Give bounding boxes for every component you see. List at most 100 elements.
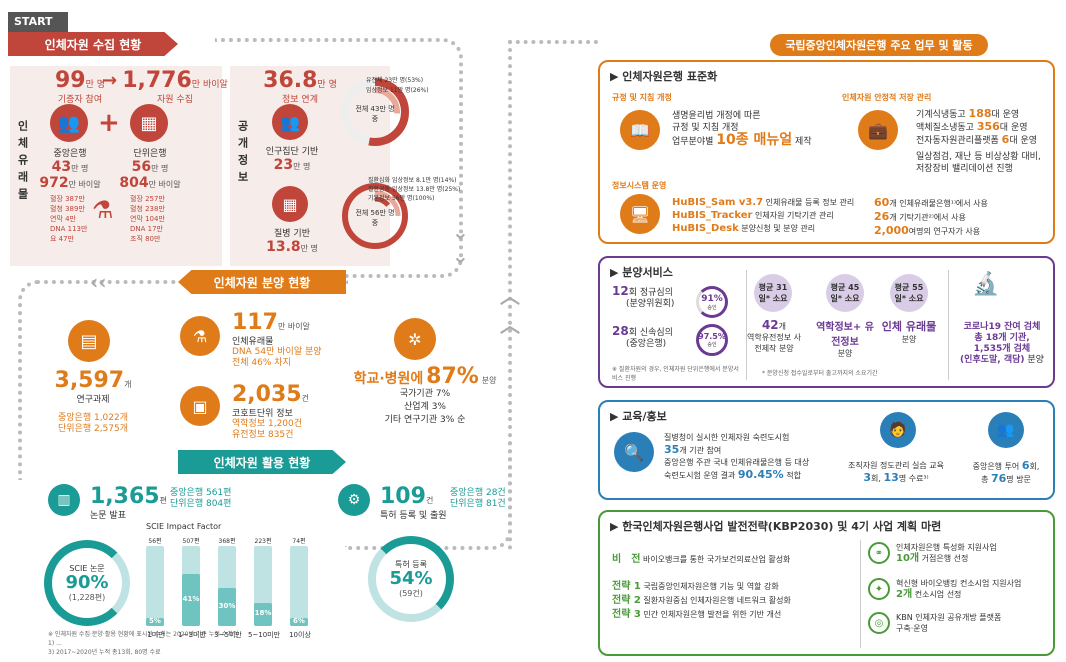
biospecimen-box (10, 66, 222, 266)
strategy-panel (598, 510, 1055, 656)
plus-icon: + (98, 108, 120, 138)
bar-top-label: 223편 (254, 538, 272, 545)
collect-header: 인체자원 수집 현황 (8, 32, 178, 56)
public-info-box (230, 66, 390, 266)
p3-b: 조직자원 정도관리 실습 교육 3회, 13명 수료³⁾ (848, 461, 944, 484)
bar (254, 602, 272, 626)
bar-value-label: 18% (254, 609, 272, 618)
vial-icon: ⚗ (180, 316, 220, 356)
distribution-service-panel (598, 256, 1055, 388)
p1-c-text: HuBIS_Sam v3.7 인체유래물 등록 정보 관리 HuBIS_Trac… (672, 197, 855, 234)
donut2-legend: 질환심화 임상정보 8.1만 명(14%)질환공통 임상정보 13.8만 명(2… (368, 177, 461, 202)
distribution-header: 인체자원 분양 현황 (178, 270, 346, 294)
bar-value-label: 5% (149, 617, 161, 625)
bar-category-label: 3~5미만 (214, 631, 242, 639)
bar-top-label: 74편 (292, 538, 306, 545)
p1-c-title: 정보시스템 운영 (612, 181, 667, 190)
disease-icon: ▦ (272, 186, 308, 222)
p1-b-text: 기계식냉동고 188대 운영 액체질소냉동고 356대 운영 전자동자원관리플랫… (916, 107, 1041, 175)
bar-category-label: 1미만 (147, 631, 165, 639)
tour-icon: 👥 (988, 412, 1024, 448)
donut1-legend: 유전체 23만 명(53%)임상정보 11만 명(26%) (366, 77, 429, 94)
footnotes: ※ 인체자원 수집·분양·활용 현황에 표시된 수치는 2020년 기준 누적 … (48, 631, 239, 656)
p2-a: 12회 정규심의(분양위원회) (612, 284, 675, 309)
bar-category-label: 1~3미만 (178, 631, 206, 639)
unit-bank-stat: 단위은행 56만 명 804만 바이알 (119, 149, 181, 191)
population-donut (341, 78, 409, 146)
bar-top-label: 56편 (148, 538, 162, 545)
book-icon: 📖 (620, 110, 660, 150)
bar-value-label: 6% (293, 617, 305, 625)
globe-icon: ◎ (868, 612, 890, 634)
p2-b-ring: 97.5%승인 (696, 324, 728, 356)
bar-bg (290, 546, 308, 626)
population-icon: 👥 (272, 104, 308, 140)
p4-title: ▶ 한국인체자원은행사업 발전전략(KBP2030) 및 4기 사업 계획 마련 (610, 520, 942, 533)
magnifier-icon: 🔍 (614, 432, 654, 472)
p1-b-title: 인체자원 안정적 저장 관리 (842, 93, 932, 102)
paper-stat: 1,365편 논문 발표 (90, 484, 167, 522)
microscope-icon: 🔬 (972, 272, 1000, 297)
p2-b: 28회 신속심의(중앙은행) (612, 324, 673, 349)
donut2-center: 전체 56만 명 중 (355, 209, 395, 227)
disease-donut (342, 183, 408, 249)
school-stat: 학교·병원에 87% 분양 국가기관 7%산업계 3%기타 연구기관 3% 순 (353, 364, 497, 426)
handshake-icon: ⚭ (868, 542, 890, 564)
document-icon: ▣ (180, 386, 220, 426)
paper-icon: ▥ (48, 484, 80, 516)
p1-a-title: 규정 및 지침 개정 (612, 93, 672, 102)
p1-c-right: 60개 인체유래물은행¹⁾에서 사용 26개 기탁기관²⁾에서 사용 2,000… (874, 196, 988, 237)
donut1-center: 전체 43만 명 중 (355, 105, 395, 123)
p3-a: 질병청이 실시한 인체자원 숙련도시험 35개 기관 참여 중앙은행 주관 국내… (664, 433, 810, 481)
bar (290, 618, 308, 626)
main-header: 국립중앙인체자원은행 주요 업무 및 활동 (770, 34, 988, 56)
p2-divider (746, 270, 747, 380)
p2-c0-badge: 평균 31일* 소요 (754, 274, 792, 312)
bar-category-label: 10이상 (289, 631, 311, 639)
chevron-up-icon: ︿︿ (500, 284, 520, 337)
bar (218, 587, 236, 626)
utilization-header: 인체자원 활용 현황 (178, 450, 346, 474)
teacher-icon: 🧑 (880, 412, 916, 448)
bar-bg (146, 546, 164, 626)
people-icon: 👥 (50, 104, 88, 142)
p1-title: ▶ 인체자원은행 표준화 (610, 70, 718, 83)
education-panel (598, 400, 1055, 500)
bar-top-label: 507편 (182, 538, 200, 545)
p3-title: ▶ 교육/홍보 (610, 410, 667, 423)
biospecimen-vertical-label: 인체유래물 (16, 120, 29, 205)
central-bank-stat: 중앙은행 43만 명 972만 바이알 (39, 149, 101, 191)
patent-stat: 109건 특허 등록 및 출원 (380, 484, 447, 522)
cooperation-icon: ✦ (868, 578, 890, 600)
building-icon: ▦ (130, 104, 168, 142)
bar (182, 573, 200, 626)
p4-vision: 비 전 바이오뱅크를 통한 국가보건의료산업 활성화 (612, 554, 791, 565)
dotted-path-3 (508, 40, 520, 550)
p2-c1-badge: 평균 45일* 소요 (826, 274, 864, 312)
p2-c2-badge: 평균 55일* 소요 (890, 274, 928, 312)
standardization-panel (598, 60, 1055, 244)
bar-value-label: 30% (218, 601, 236, 610)
bar-value-label: 41% (182, 594, 200, 603)
presentation-icon: ▤ (68, 320, 110, 362)
p2-title: ▶ 분양서비스 (610, 266, 673, 279)
p4-strategies: 전략 1 국립중앙인체자원은행 기능 및 역할 강화 전략 2 질환자원중심 인… (612, 581, 791, 620)
scie-donut: SCIE 논문 90% (1,228편) (44, 540, 130, 626)
bar (146, 618, 164, 626)
briefcase-icon: 💼 (858, 110, 898, 150)
donor-stat: 99만 명 기증자 참여 (54, 68, 106, 106)
gear-icon: ⚙ (338, 484, 370, 516)
chevron-down-icon: ⌄⌄ (452, 220, 469, 268)
